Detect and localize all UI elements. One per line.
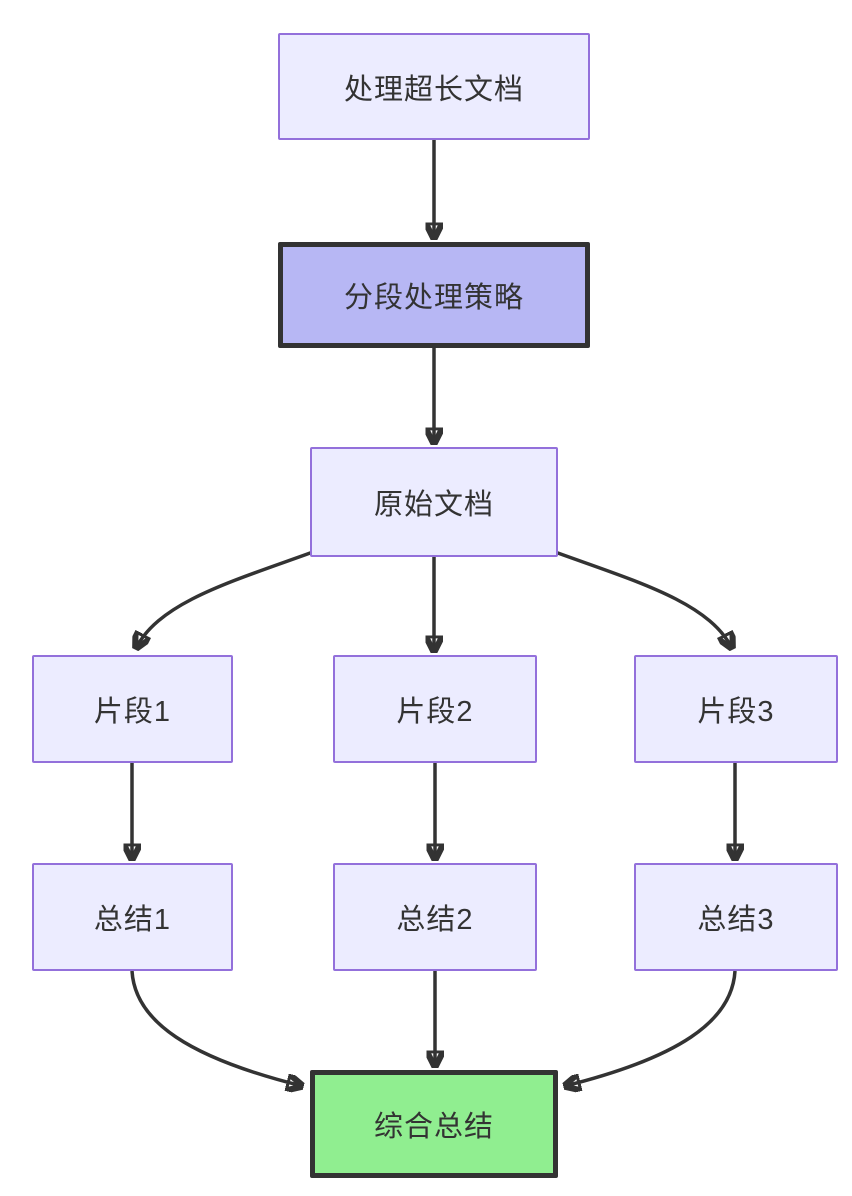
node-summary-1: 总结1 [32,863,233,971]
node-label: 片段2 [396,696,474,728]
edge-I-J [565,970,737,1086]
node-original-document: 原始文档 [310,447,558,557]
node-label: 总结3 [697,904,775,936]
node-label: 处理超长文档 [343,73,524,106]
node-label: 分段处理策略 [343,282,524,314]
node-label: 原始文档 [373,489,494,521]
node-process-long-document: 处理超长文档 [278,33,590,140]
node-label: 总结1 [93,904,172,936]
node-label: 片段3 [697,696,775,728]
edge-G-J [130,970,302,1086]
node-summary-3: 总结3 [634,863,838,971]
node-fragment-1: 片段1 [32,655,233,763]
node-combined-summary: 综合总结 [310,1070,558,1178]
node-summary-2: 总结2 [333,863,537,971]
edge-C-F [554,550,732,648]
node-label: 总结2 [396,904,474,936]
node-fragment-2: 片段2 [333,655,537,763]
node-label: 片段1 [93,696,172,728]
edge-C-D [136,550,314,648]
node-label: 综合总结 [373,1111,494,1143]
node-segmentation-strategy: 分段处理策略 [278,242,590,348]
node-fragment-3: 片段3 [634,655,838,763]
